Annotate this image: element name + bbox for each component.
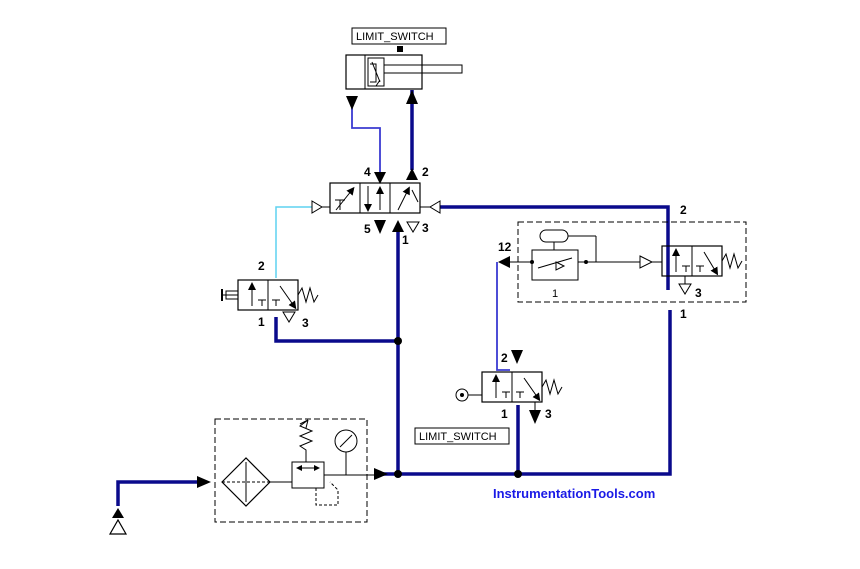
bottom-limit-switch-label: LIMIT_SWITCH xyxy=(419,431,497,443)
air-source xyxy=(108,508,128,535)
bottom-limit-switch-tag xyxy=(414,427,510,445)
dv-port-3: 3 xyxy=(695,286,702,300)
pb-port-3: 3 xyxy=(302,316,309,330)
double-acting-cylinder xyxy=(345,46,463,110)
port-5: 5 xyxy=(364,222,371,236)
ls-port-3: 3 xyxy=(545,407,552,421)
junction-dots xyxy=(394,337,522,478)
top-limit-switch-tag xyxy=(351,27,447,45)
roller-limit-valve xyxy=(455,350,563,424)
dv-port-1: 1 xyxy=(680,307,687,321)
port-1: 1 xyxy=(402,233,409,247)
main-5-2-valve xyxy=(311,168,441,234)
dv-port-2: 2 xyxy=(680,203,687,217)
dv-inner-port-1: 1 xyxy=(552,288,558,300)
port-2: 2 xyxy=(422,165,429,179)
pb-port-2: 2 xyxy=(258,259,265,273)
pilot-line xyxy=(275,206,312,278)
frl-unit xyxy=(197,418,388,523)
top-limit-switch-label: LIMIT_SWITCH xyxy=(356,31,434,43)
ls-port-2: 2 xyxy=(501,351,508,365)
ls-port-1: 1 xyxy=(501,407,508,421)
pb-port-1: 1 xyxy=(258,315,265,329)
time-delay-valve xyxy=(498,221,747,303)
main-supply-lines xyxy=(116,90,672,506)
push-button-valve xyxy=(221,279,319,323)
signal-lines xyxy=(351,108,510,371)
brand-watermark: InstrumentationTools.com xyxy=(493,486,655,501)
dv-port-12: 12 xyxy=(498,240,512,254)
port-4: 4 xyxy=(364,165,371,179)
port-3: 3 xyxy=(422,221,429,235)
